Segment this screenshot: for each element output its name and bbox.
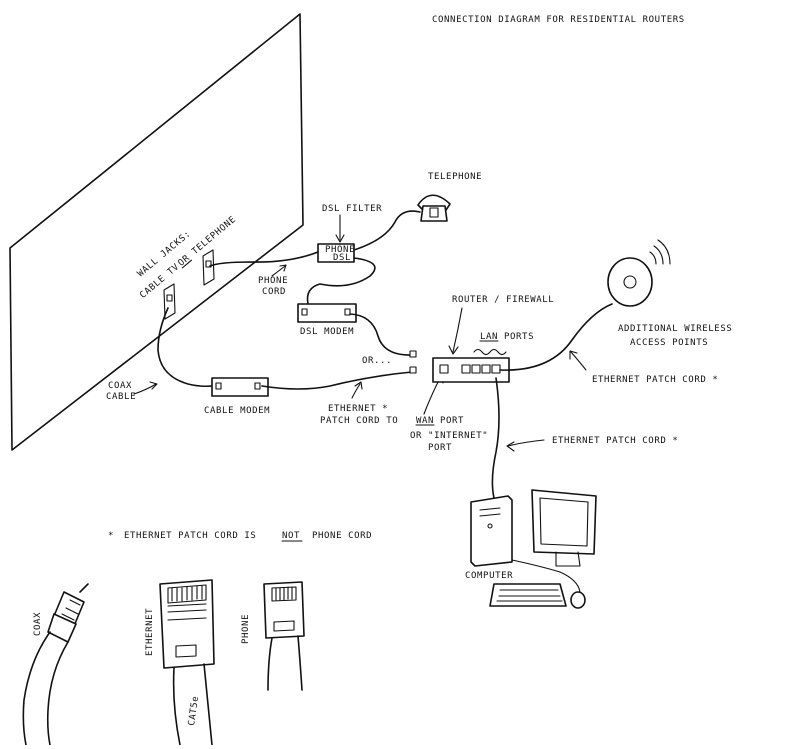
cable-modem-label: CABLE MODEM <box>204 406 270 416</box>
or-internet-label: OR "INTERNET" <box>410 431 488 441</box>
note-star: * <box>108 531 114 541</box>
ethernet-router-to-wap <box>499 303 613 371</box>
phone-connector-icon <box>263 581 305 691</box>
tower <box>470 495 513 567</box>
monitor <box>531 489 597 555</box>
eth-patch-label-1: ETHERNET PATCH CORD * <box>592 375 718 385</box>
mouse <box>570 591 586 609</box>
phone-cord-label-1: PHONE <box>258 276 288 286</box>
phone-cord-filter-to-telephone <box>353 210 421 251</box>
ethernet-connector-icon <box>159 579 215 746</box>
router-label: ROUTER / FIREWALL <box>452 295 554 305</box>
phone-cord-label-2: CORD <box>262 287 286 297</box>
coax-cable <box>157 307 213 388</box>
cable-modem <box>211 377 269 397</box>
wireless-access-point <box>607 239 671 307</box>
lan-port-2 <box>471 364 481 374</box>
phone-cord-filter-to-modem <box>306 257 376 305</box>
note-not: NOT <box>282 531 300 541</box>
wall <box>9 13 304 451</box>
wap-label-2: ACCESS POINTS <box>630 338 708 348</box>
computer <box>470 489 597 609</box>
telephone-label: TELEPHONE <box>428 172 482 182</box>
keyboard <box>489 583 567 607</box>
phone-cord-jack-to-filter <box>209 251 319 267</box>
or-dots-label: OR... <box>362 356 392 366</box>
filter-dsl-port: DSL <box>333 253 351 263</box>
lan-port-1 <box>461 364 471 374</box>
lan-port-4 <box>491 364 501 374</box>
wan-label: WAN <box>416 416 434 426</box>
dsl-modem-label: DSL MODEM <box>300 327 354 337</box>
diagram-title: CONNECTION DIAGRAM FOR RESIDENTIAL ROUTE… <box>432 15 685 25</box>
port-label: PORT <box>440 416 464 426</box>
dsl-filter: PHONE DSL <box>317 243 355 263</box>
filter-phone-port: PHONE <box>325 245 355 255</box>
computer-label: COMPUTER <box>465 571 513 581</box>
telephone-jack-label: TELEPHONE <box>190 215 238 257</box>
dsl-modem <box>297 303 357 323</box>
telephone-icon <box>417 194 451 222</box>
rj45-plug <box>409 350 417 358</box>
note-text-a: ETHERNET PATCH CORD IS <box>124 531 256 541</box>
ethernet-cable-modem-to-plug <box>261 371 413 390</box>
eth-patch-label-2: ETHERNET PATCH CORD * <box>552 436 678 446</box>
ethernet-label-1: ETHERNET * <box>328 404 388 414</box>
note-text-b: PHONE CORD <box>312 531 372 541</box>
rj45-plug-2 <box>409 366 417 374</box>
dsl-filter-label: DSL FILTER <box>322 204 382 214</box>
phone-connector-label: PHONE <box>241 614 251 644</box>
lan-label: LAN <box>480 332 498 342</box>
port-label-2: PORT <box>428 443 452 453</box>
coax-cable-label-1: COAX <box>108 381 132 391</box>
cat5e-label: CAT5e <box>187 695 201 726</box>
lan-port-3 <box>481 364 491 374</box>
telephone-jack <box>202 249 215 286</box>
ethernet-label-2: PATCH CORD TO <box>320 416 398 426</box>
ethernet-connector-label: ETHERNET <box>145 608 155 656</box>
ports-label: PORTS <box>504 332 534 342</box>
ethernet-dsl-modem-to-plug <box>349 313 413 356</box>
wifi-waves-icon <box>649 239 671 265</box>
wap-label-1: ADDITIONAL WIRELESS <box>618 324 732 334</box>
router-firewall <box>432 357 510 383</box>
coax-connector-label: COAX <box>33 612 43 636</box>
coax-cable-label-2: CABLE <box>106 392 136 402</box>
wan-port <box>439 364 449 374</box>
ethernet-router-to-computer <box>491 377 500 499</box>
coax-connector-icon <box>22 583 89 746</box>
